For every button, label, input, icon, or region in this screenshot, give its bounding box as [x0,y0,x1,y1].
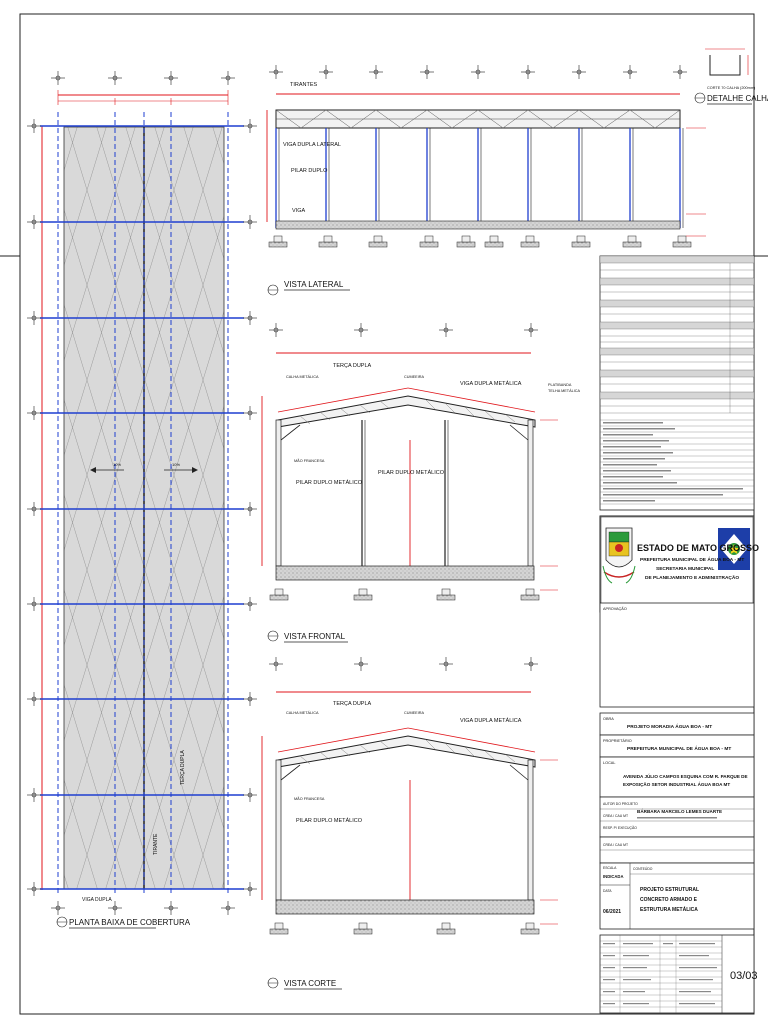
lateral-tirantes: TIRANTES [290,82,318,88]
tb-data-label: DATA [603,889,612,893]
frontal-terca: TERÇA DUPLA [333,363,372,369]
tb-autor-value: BÁRBARA MARCELO LEMES DUARTE [637,808,722,814]
plan-title: PLANTA BAIXA DE COBERTURA [69,918,191,927]
frontal-telha: TELHA METÁLICA [548,389,581,393]
tb-local-2: EXPOSIÇÃO SETOR INDUSTRIAL ÁGUA BOA MT [623,781,730,787]
frontal-viga: VIGA DUPLA METÁLICA [460,380,522,387]
corte-terca: TERÇA DUPLA [333,701,372,707]
plan-slope-left: 10% [113,462,121,467]
tb-local-1: AVENIDA JÚLIO CAMPOS ESQUINA COM R. PARQ… [623,773,748,779]
lateral-viga: VIGA [292,208,305,214]
tb-approval: APROVAÇÃO [603,606,627,611]
frontal-pilar-center: PILAR DUPLO METÁLICO [378,469,445,476]
sheet-number: 03/03 [730,970,758,982]
plan-viga-label: VIGA DUPLA [82,897,112,903]
lateral-pilar: PILAR DUPLO [291,168,328,174]
tb-obra-label: OBRA [603,717,614,721]
lateral-viga-dupla: VIGA DUPLA LATERAL [283,142,341,148]
frontal-title: VISTA FRONTAL [284,632,346,641]
tb-proprietario-label: PROPRIETÁRIO [603,739,632,743]
tb-conteudo-2: CONCRETO ARMADO E [640,897,698,903]
corte-title: VISTA CORTE [284,979,336,988]
corte-cumeeira: CUMEEIRA [404,711,425,715]
corte-pilar: PILAR DUPLO METÁLICO [296,817,363,824]
tb-local-label: LOCAL [603,761,615,765]
gutter-detail: CORTE 70 CALHA (200mm) DETALHE CALHA [694,48,768,105]
corte-mao-francesa: MÃO FRANCESA [294,796,325,801]
frontal-cumeeira: CUMEEIRA [404,375,425,379]
tb-conteudo-label: CONTEÚDO [633,866,653,871]
title-block: ESTADO DE MATO GROSSO PREFEITURA MUNICIP… [599,515,759,1014]
tb-conteudo-3: ESTRUTURA METÁLICA [640,906,698,913]
frontal-calha: CALHA METÁLICA [286,375,319,379]
detail-title: DETALHE CALHA [707,94,768,103]
tb-state: ESTADO DE MATO GROSSO [637,543,759,553]
tb-crea-label: CREA / CAU MT [603,814,628,818]
plan-terca-label: TERÇA DUPLA [180,750,186,785]
tb-obra-value: PROJETO MORADIA ÁGUA BOA - MT [627,723,712,730]
frontal-mao-francesa: MÃO FRANCESA [294,458,325,463]
tb-secretariat-2: DE PLANEJAMENTO E ADMINISTRAÇÃO [645,574,739,581]
tb-autor-label: AUTOR DO PROJETO [603,802,638,806]
roof-plan: 10% 10% TERÇA DUPLA TIRANTE VIGA DUPLA P… [26,70,258,929]
corte-calha: CALHA METÁLICA [286,711,319,715]
material-table [599,255,755,511]
plan-slope-right: 10% [172,462,180,467]
tb-city-hall: PREFEITURA MUNICIPAL DE ÁGUA BOA - MT [640,556,744,563]
corte-viga: VIGA DUPLA METÁLICA [460,717,522,724]
tb-escala-value: INDICADA [603,874,623,879]
tb-responsavel-label: RESP. P/ EXECUÇÃO [603,825,637,830]
state-flag-icon [718,528,750,570]
frontal-platibanda: PLATIBANDA [548,383,572,387]
lateral-title: VISTA LATERAL [284,280,344,289]
frontal-pilar-left: PILAR DUPLO METÁLICO [296,479,363,486]
tb-crea-label-2: CREA / CAU MT [603,843,628,847]
tb-proprietario-value: PREFEITURA MUNICIPAL DE ÁGUA BOA - MT [627,745,731,752]
lateral-view: TIRANTES VIGA DUPLA LATERAL PILAR DUPLO … [266,64,706,296]
frontal-view: TERÇA DUPLA CALHA METÁLICA CUMEEIRA VIGA… [261,322,581,643]
tb-escala-label: ESCALA [603,866,617,870]
section-view: TERÇA DUPLA CALHA METÁLICA CUMEEIRA VIGA… [261,656,558,990]
detail-note: CORTE 70 CALHA (200mm) [707,86,756,90]
coat-of-arms-icon [602,527,636,584]
plan-tirante-label: TIRANTE [153,833,159,855]
tb-data-value: 06/2021 [603,909,621,915]
tb-secretariat-1: SECRETARIA MUNICIPAL [656,566,714,572]
tb-conteudo-1: PROJETO ESTRUTURAL [640,887,699,893]
